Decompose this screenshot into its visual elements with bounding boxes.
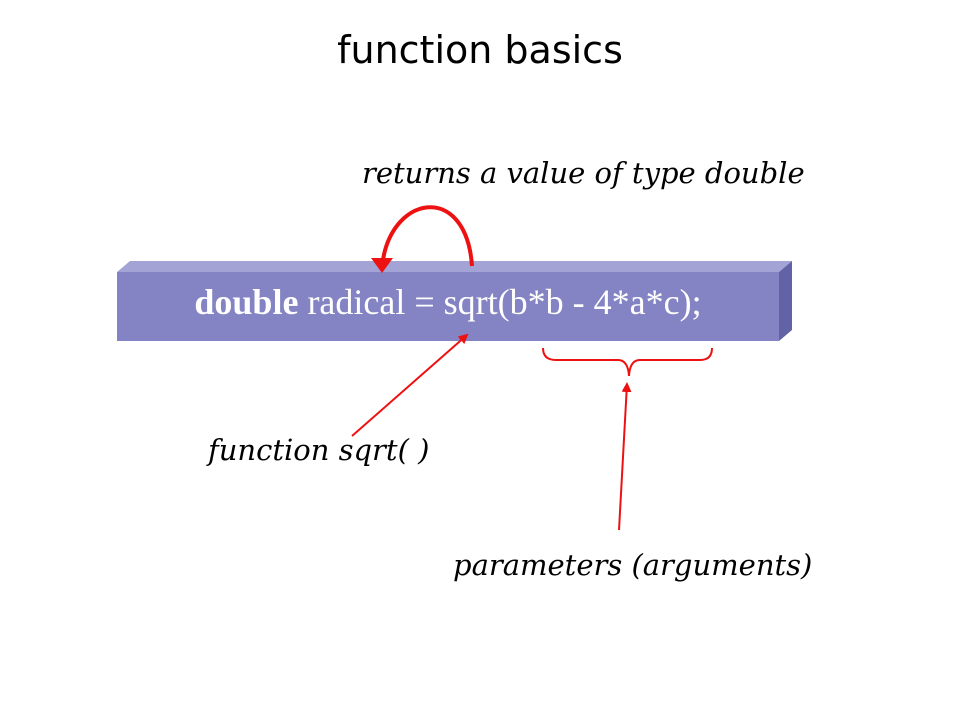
- code-expression: radical = sqrt(b*b - 4*a*c);: [298, 282, 702, 322]
- return-arrow: [380, 205, 474, 269]
- return-arrowhead: [371, 258, 393, 273]
- parameters-label: parameters (arguments): [453, 548, 813, 582]
- code-keyword: double: [194, 282, 299, 322]
- sqrt-arrow: [351, 333, 469, 437]
- function-name-label: function sqrt( ): [208, 433, 430, 467]
- code-bar-top: [117, 261, 792, 272]
- code-bar-front: [117, 272, 779, 341]
- parameters-arrow: [618, 382, 632, 531]
- return-type-label: returns a value of type double: [362, 156, 805, 190]
- code-bar-side: [779, 261, 792, 341]
- parameters-brace: [542, 347, 713, 377]
- slide-title: function basics: [337, 28, 623, 72]
- code-statement: double radical = sqrt(b*b - 4*a*c);: [117, 281, 779, 323]
